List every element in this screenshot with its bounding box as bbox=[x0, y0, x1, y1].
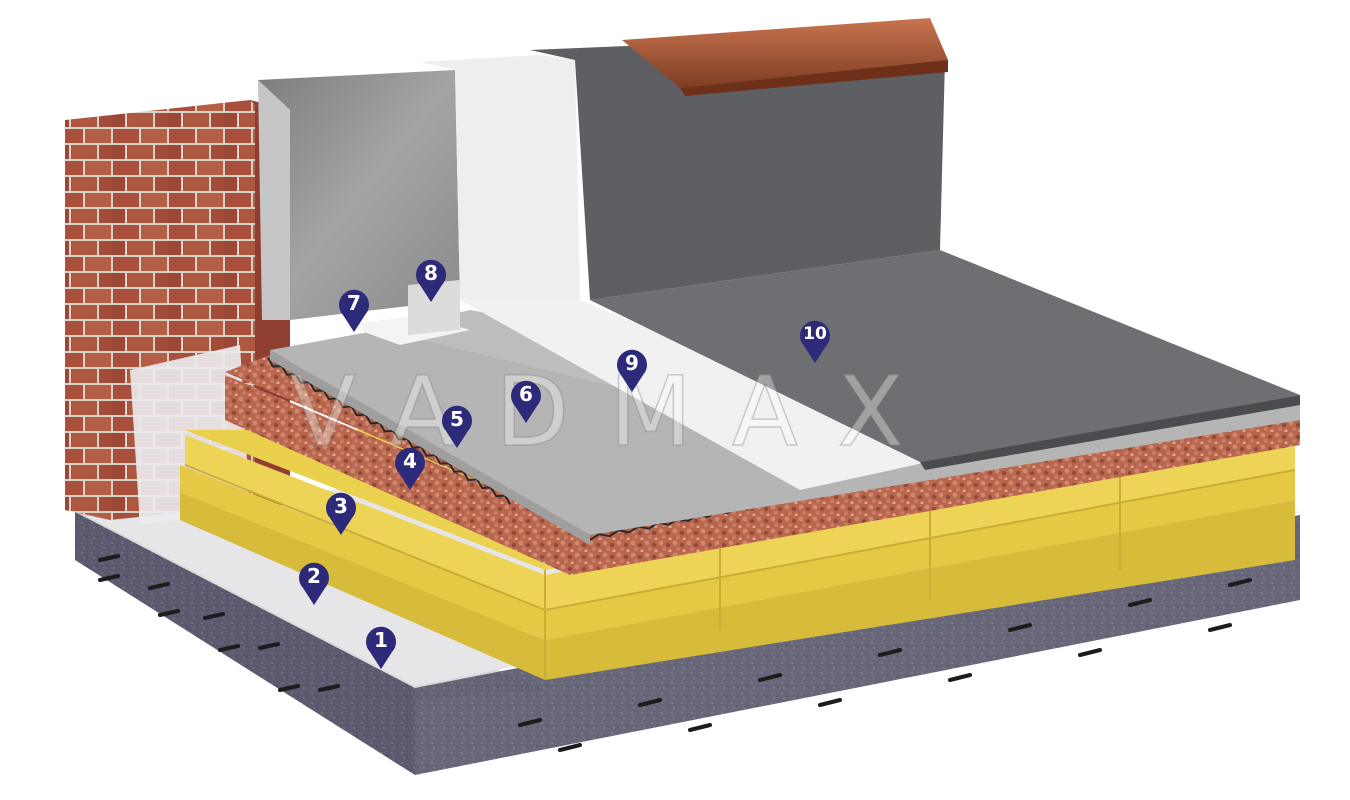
marker-4[interactable]: 4 bbox=[393, 445, 427, 491]
marker-5-label: 5 bbox=[450, 407, 464, 431]
marker-9[interactable]: 9 bbox=[615, 347, 649, 393]
marker-2[interactable]: 2 bbox=[297, 560, 331, 606]
marker-10[interactable]: 10 bbox=[798, 318, 832, 364]
marker-1-label: 1 bbox=[374, 628, 388, 652]
marker-6-label: 6 bbox=[519, 382, 533, 406]
watermark-text: VADMAX bbox=[290, 356, 943, 468]
marker-5[interactable]: 5 bbox=[440, 403, 474, 449]
marker-9-label: 9 bbox=[625, 351, 639, 375]
marker-8[interactable]: 8 bbox=[414, 257, 448, 303]
marker-8-label: 8 bbox=[424, 261, 438, 285]
marker-3-label: 3 bbox=[334, 494, 348, 518]
marker-7[interactable]: 7 bbox=[337, 287, 371, 333]
marker-7-label: 7 bbox=[347, 291, 361, 315]
marker-4-label: 4 bbox=[403, 449, 417, 473]
marker-2-label: 2 bbox=[307, 564, 321, 588]
marker-3[interactable]: 3 bbox=[324, 490, 358, 536]
marker-10-label: 10 bbox=[803, 324, 827, 344]
marker-6[interactable]: 6 bbox=[509, 378, 543, 424]
marker-1[interactable]: 1 bbox=[364, 624, 398, 670]
